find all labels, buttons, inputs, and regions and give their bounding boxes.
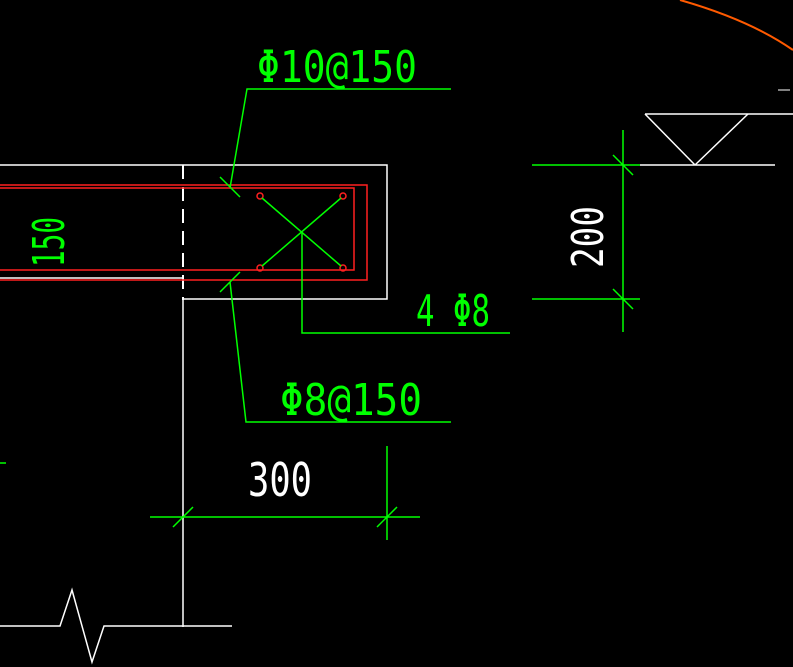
beam-width-label: 150 — [24, 217, 75, 267]
main-bars-label: 4 Φ8 — [416, 286, 490, 337]
beam-outline — [0, 164, 388, 300]
stirrup-bottom-label: Φ8@150 — [280, 375, 422, 426]
rebar-dot — [256, 192, 264, 200]
width-dim-label: 300 — [248, 453, 312, 507]
stirrup-top-label: Φ10@150 — [257, 42, 417, 93]
height-dim-label: 200 — [563, 206, 614, 268]
orange-arc — [679, 0, 793, 51]
rebar-dot — [256, 264, 264, 272]
rebar-dot — [339, 264, 347, 272]
break-line — [0, 587, 232, 665]
height-dimension — [532, 130, 640, 332]
stirrup-rebar — [0, 184, 368, 281]
width-dimension — [150, 446, 420, 540]
main-rebar-dots — [256, 192, 347, 272]
elevation-symbol — [640, 113, 793, 166]
rebar-dot — [339, 192, 347, 200]
leader-lines — [219, 88, 510, 423]
